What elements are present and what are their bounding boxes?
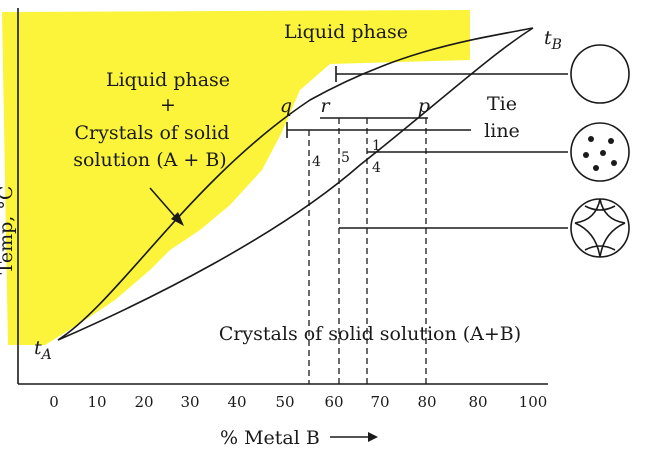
mixed-region-label-3: Crystals of solid: [75, 122, 230, 144]
x-tick: 100: [519, 393, 548, 411]
solid-grains-icon: [570, 198, 630, 258]
x-axis-label: % Metal B: [220, 427, 320, 449]
liquid-phase-label: Liquid phase: [284, 21, 408, 43]
x-tick: 50: [275, 393, 294, 411]
lever-label-left: 4: [312, 154, 321, 170]
mixed-region-label-2: +: [160, 94, 176, 116]
point-tA-label: tA: [34, 337, 52, 363]
mixed-region-label-4: solution (A + B): [73, 149, 226, 171]
x-axis-ticks: 0 10 20 30 40 50 60 70 80 80 100: [49, 393, 547, 411]
x-tick: 80: [417, 393, 436, 411]
x-tick: 70: [370, 393, 389, 411]
x-tick: 60: [324, 393, 343, 411]
x-tick: 80: [468, 393, 487, 411]
solid-region-label: Crystals of solid solution (A+B): [219, 323, 521, 345]
liquidus-curve: [57, 27, 534, 341]
point-q-label: q: [280, 95, 292, 117]
tie-line-label-1: Tie: [487, 93, 517, 115]
nucleating-crystals-icon: [570, 122, 630, 182]
x-tick: 30: [180, 393, 199, 411]
label-arrow: [149, 187, 184, 226]
point-tB-label: tB: [544, 27, 562, 53]
x-tick: 20: [134, 393, 153, 411]
highlighter-marking: [2, 10, 470, 345]
tie-line-label-2: line: [484, 120, 520, 142]
lever-label-middle: 5: [341, 150, 350, 166]
point-p-label: p: [418, 95, 430, 117]
axes: [17, 8, 548, 385]
mixed-region-label-1: Liquid phase: [106, 69, 230, 91]
point-r-label: r: [320, 95, 331, 117]
lever-label-right-top: 1: [372, 138, 381, 154]
x-tick: 40: [227, 393, 246, 411]
y-axis-label: Temp, °C: [0, 186, 17, 275]
solidus-curve: [57, 27, 534, 341]
x-tick: 0: [49, 393, 59, 411]
x-axis-arrow-icon: [330, 432, 378, 442]
lever-label-right-bottom: 4: [372, 160, 381, 176]
liquid-circle-icon: [570, 44, 630, 104]
x-tick: 10: [87, 393, 106, 411]
